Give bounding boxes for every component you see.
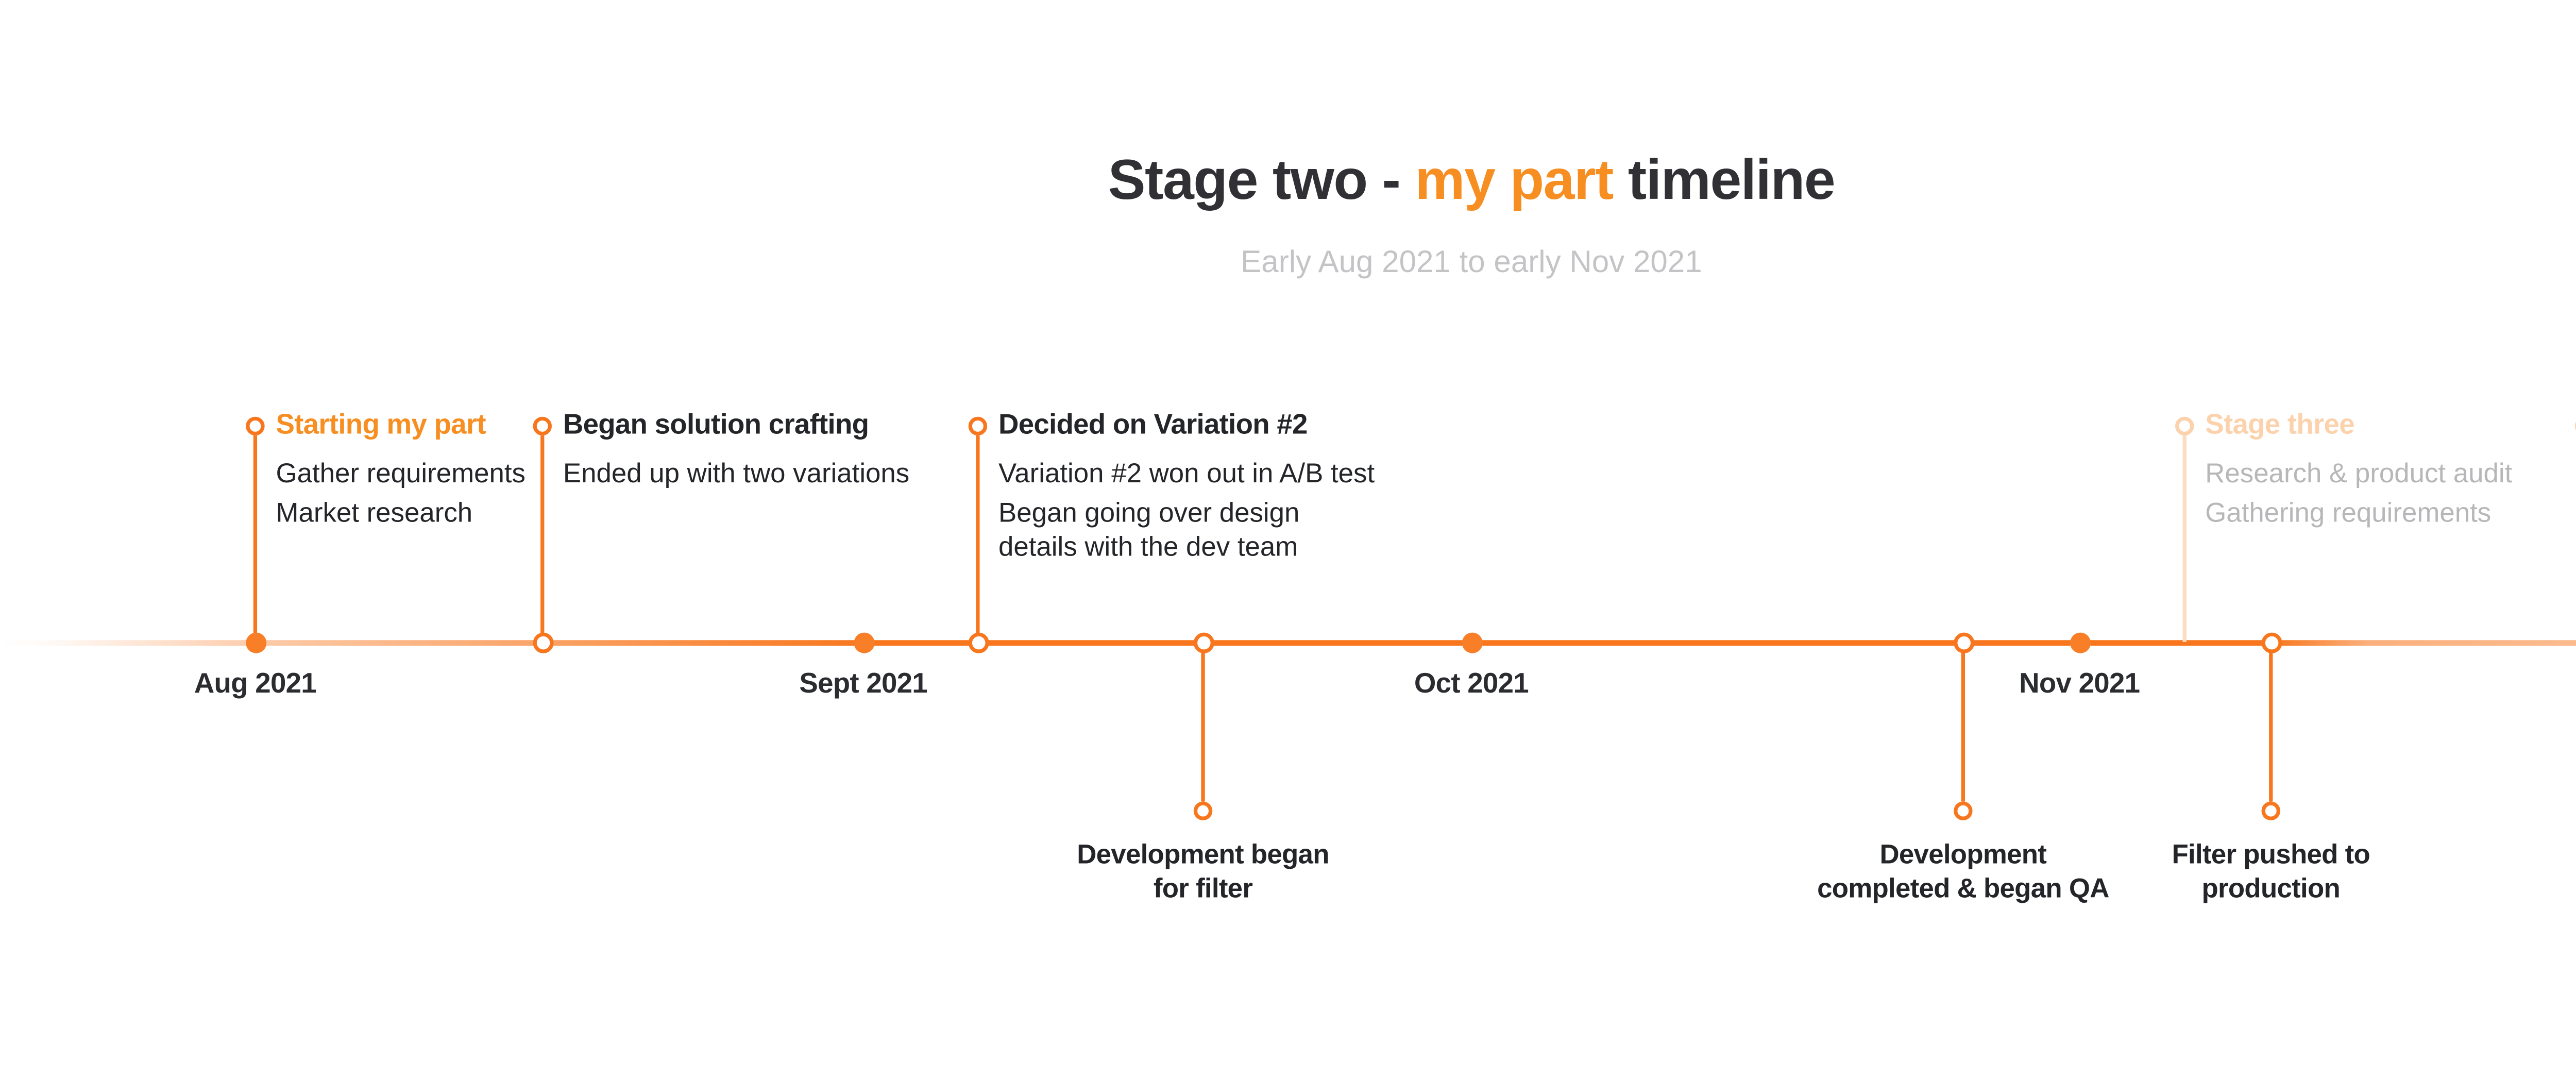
event-dot-filter-pushed-icon xyxy=(2260,631,2281,652)
connector-development-began xyxy=(1201,642,1205,802)
event-filter-pushed-label: Filter pushed to production xyxy=(2064,841,2477,906)
page-title: Stage two - my part timeline xyxy=(0,150,2576,212)
event-label-line: Development xyxy=(1879,840,2047,871)
event-label-line: Filter pushed to xyxy=(2172,840,2370,871)
milestone-ring-icon xyxy=(246,416,265,436)
connector-starting-my-part xyxy=(253,435,258,642)
milestone-ring-faded-icon xyxy=(2175,416,2194,436)
event-items: Research & product audit Gathering requi… xyxy=(2205,458,2512,531)
milestone-ring-icon xyxy=(1193,801,1213,820)
event-item: Research & product audit xyxy=(2205,460,2513,490)
title-suffix: timeline xyxy=(1613,150,1836,212)
event-title: Stage three xyxy=(2205,409,2354,442)
timeline-axis xyxy=(0,639,2576,645)
event-items: Variation #2 won out in A/B test Began g… xyxy=(998,458,1375,565)
event-starting-my-part: Starting my part Gather requirements Mar… xyxy=(246,409,526,537)
event-stage-three: Stage three Research & product audit Gat… xyxy=(2175,409,2512,537)
event-label-line: Development began xyxy=(1077,840,1329,871)
event-dot-decided-variation-2-icon xyxy=(967,631,988,652)
month-label-aug: Aug 2021 xyxy=(194,668,317,700)
event-title: Starting my part xyxy=(276,409,486,442)
event-decided-variation-2: Decided on Variation #2 Variation #2 won… xyxy=(968,409,1375,571)
month-dot-sept-icon xyxy=(853,631,874,652)
month-dot-aug-icon xyxy=(245,631,266,652)
event-label-line: completed & began QA xyxy=(1817,873,2109,904)
milestone-ring-icon xyxy=(533,416,552,436)
event-items: Gather requirements Market research xyxy=(276,458,525,531)
event-item: Gathering requirements xyxy=(2205,499,2492,530)
milestone-ring-icon xyxy=(1954,801,1973,820)
event-began-on-solution-crafting: Began on solution crafting Wire-framing … xyxy=(2574,411,2576,537)
connector-filter-pushed xyxy=(2269,642,2273,802)
month-dot-nov-icon xyxy=(2069,631,2090,652)
connector-decided-variation-2 xyxy=(976,435,980,642)
milestone-ring-icon xyxy=(968,416,988,436)
event-development-completed-label: Development completed & began QA xyxy=(1757,841,2170,906)
month-label-dec: Dec 2021 xyxy=(2573,668,2576,700)
connector-development-completed xyxy=(1961,642,1965,802)
page-subtitle: Early Aug 2021 to early Nov 2021 xyxy=(1241,246,1702,280)
month-label-oct: Oct 2021 xyxy=(1414,668,1529,700)
event-label-line: production xyxy=(2201,873,2341,904)
event-title: Decided on Variation #2 xyxy=(998,409,1308,442)
event-item: Variation #2 won out in A/B test xyxy=(998,460,1375,490)
title-highlight: my part xyxy=(1415,150,1614,212)
month-dot-oct-icon xyxy=(1461,631,1482,652)
event-began-solution-crafting: Began solution crafting Ended up with tw… xyxy=(533,409,909,498)
event-dot-development-completed-icon xyxy=(1953,631,1974,652)
connector-began-solution-crafting xyxy=(540,435,545,642)
event-dot-development-began-icon xyxy=(1192,631,1214,652)
event-items: Ended up with two variations xyxy=(563,458,909,492)
event-item: Gather requirements xyxy=(276,460,526,490)
event-dot-began-solution-crafting-icon xyxy=(532,631,553,652)
event-item: Began going over design details with the… xyxy=(998,499,1300,563)
event-title: Began solution crafting xyxy=(563,409,869,442)
event-development-began-label: Development began for filter xyxy=(996,841,1409,906)
event-item: Ended up with two variations xyxy=(563,460,910,490)
title-prefix: Stage two - xyxy=(1108,150,1415,212)
connector-stage-three xyxy=(2182,435,2187,642)
month-label-sept: Sept 2021 xyxy=(799,668,927,700)
milestone-ring-icon xyxy=(2261,801,2281,820)
event-label-line: for filter xyxy=(1153,873,1253,904)
event-item: Market research xyxy=(276,499,473,530)
month-label-nov: Nov 2021 xyxy=(2019,668,2140,700)
